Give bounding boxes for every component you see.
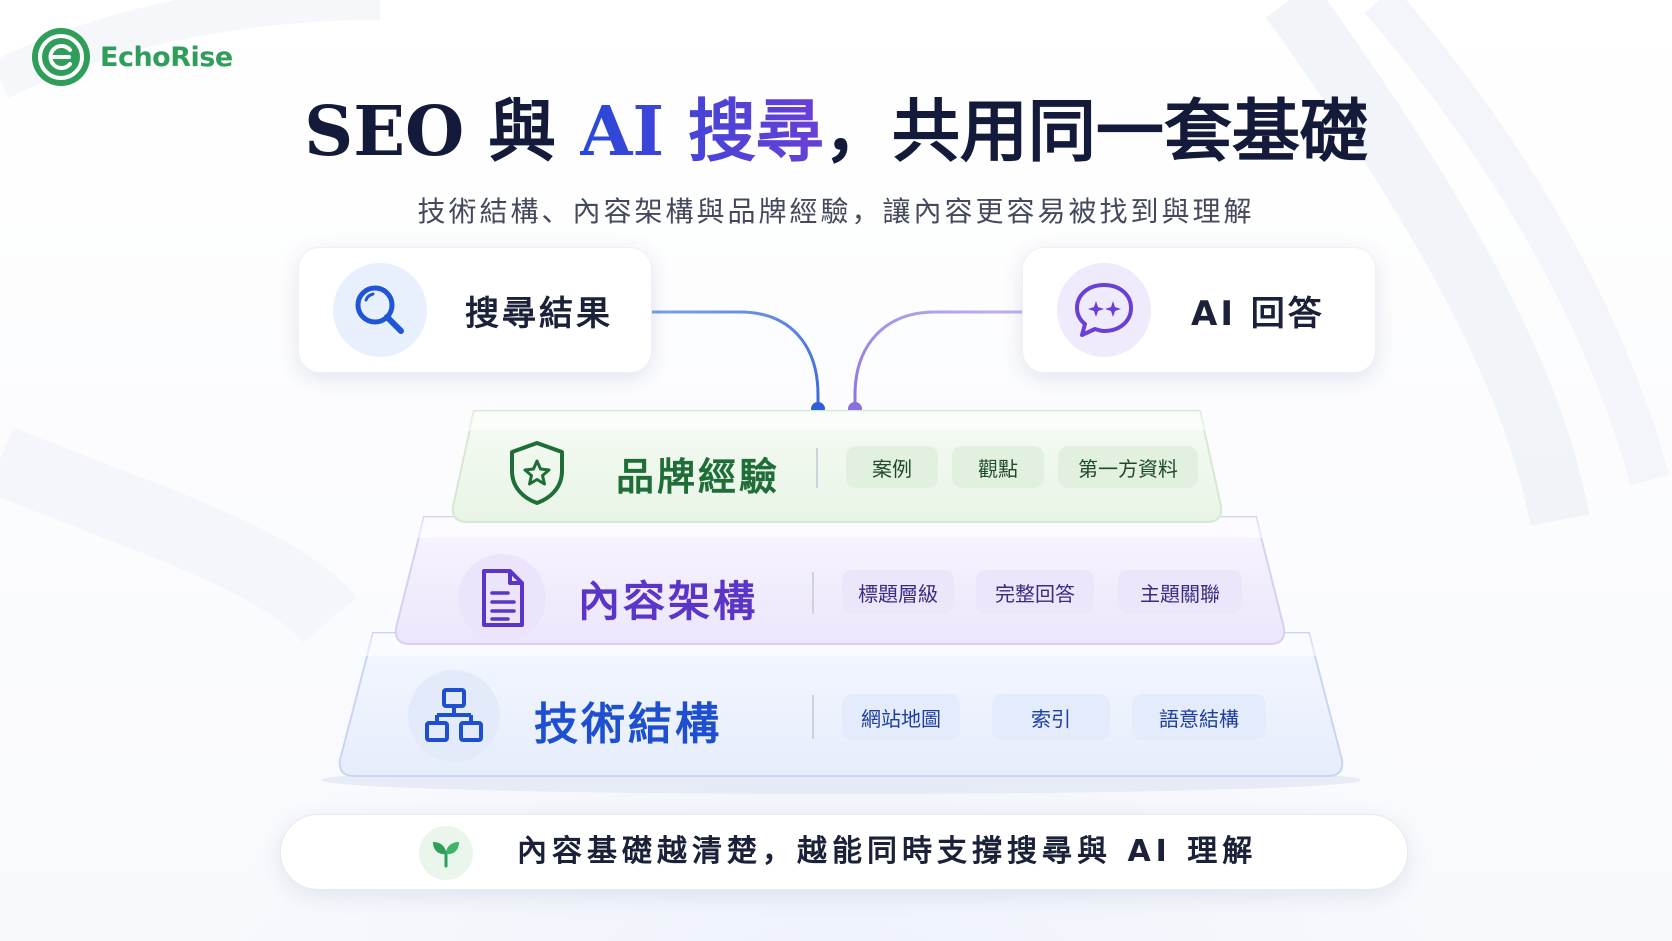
- brand-icon-badge: [502, 438, 572, 508]
- tech-tag-semantic: 語意結構: [1132, 694, 1266, 740]
- layer-brand: 品牌經驗 案例 觀點 第一方資料: [450, 408, 1224, 526]
- banner-text: 內容基礎越清楚，越能同時支撐搜尋與 AI 理解: [517, 834, 1258, 869]
- tech-icon-badge: [408, 670, 500, 762]
- ai-answer-label: AI 回答: [1191, 293, 1325, 334]
- sitemap-icon: [425, 688, 483, 742]
- search-results-card: 搜尋結果: [298, 247, 652, 373]
- brand-tag-cases: 案例: [846, 446, 938, 488]
- content-tag-complete-answer: 完整回答: [976, 570, 1094, 614]
- brand-title: 品牌經驗: [616, 455, 781, 499]
- page-subtitle: 技術結構、內容架構與品牌經驗，讓內容更容易被找到與理解: [417, 195, 1255, 228]
- title-part-2: ，共用同一套基礎: [823, 92, 1368, 172]
- ai-chat-sparkle-icon: [1075, 283, 1133, 337]
- content-divider: [812, 572, 814, 614]
- content-tag-headings: 標題層級: [842, 570, 954, 614]
- search-icon: [355, 285, 404, 334]
- content-title: 內容架構: [578, 577, 759, 626]
- search-connector: [650, 310, 820, 408]
- sprout-icon: [433, 842, 459, 868]
- content-icon-badge: [458, 554, 546, 642]
- tech-divider: [812, 695, 814, 739]
- title-accent: AI 搜尋: [579, 92, 824, 172]
- summary-banner: 內容基礎越清楚，越能同時支撐搜尋與 AI 理解: [280, 814, 1408, 890]
- tech-title: 技術結構: [534, 699, 722, 750]
- ai-answer-card: AI 回答: [1022, 247, 1376, 373]
- shield-star-icon: [510, 441, 564, 505]
- title-part-1: SEO 與: [304, 92, 580, 172]
- layer-tech: 技術結構 網站地圖 索引 語意結構: [321, 630, 1361, 794]
- tech-tag-sitemap: 網站地圖: [842, 694, 960, 740]
- search-results-label: 搜尋結果: [465, 293, 613, 334]
- page-title: SEO 與 AI 搜尋，共用同一套基礎: [0, 92, 1672, 172]
- brand-logo[interactable]: EchoRise: [32, 28, 233, 86]
- banner-icon-badge: [419, 826, 473, 880]
- echorise-logo-icon: [32, 28, 90, 86]
- content-tag-topic-relation: 主題關聯: [1118, 570, 1242, 614]
- brand-divider: [816, 448, 818, 488]
- brand-tag-first-party-data: 第一方資料: [1058, 446, 1198, 488]
- tech-tag-index: 索引: [992, 694, 1110, 740]
- layer-content: 內容架構 標題層級 完整回答 主題關聯: [394, 514, 1286, 648]
- ai-connector: [853, 310, 1022, 408]
- brand-name: EchoRise: [100, 41, 233, 73]
- brand-tag-viewpoints: 觀點: [952, 446, 1044, 488]
- document-icon: [482, 569, 524, 627]
